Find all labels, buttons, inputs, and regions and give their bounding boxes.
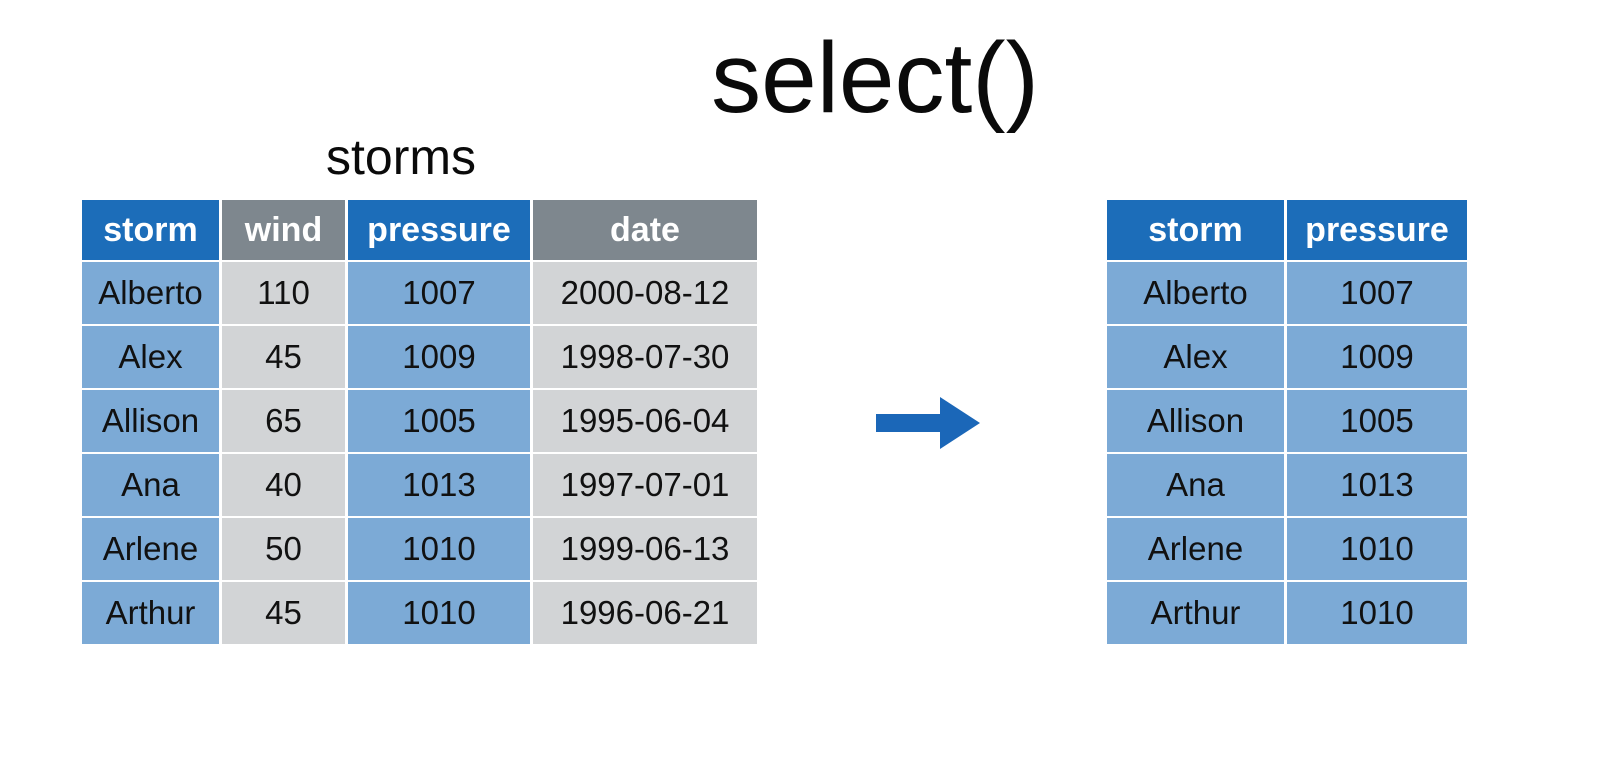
table-cell-pressure: 1007 [348,262,530,324]
table-cell-storm: Allison [1107,390,1284,452]
table-cell-date: 1998-07-30 [533,326,757,388]
table-cell-wind: 45 [222,326,345,388]
table-cell-storm: Ana [82,454,219,516]
table-cell-storm: Arlene [1107,518,1284,580]
column-header-storm: storm [1107,200,1284,260]
table-cell-wind: 110 [222,262,345,324]
column-header-date: date [533,200,757,260]
table-cell-storm: Ana [1107,454,1284,516]
table-cell-date: 2000-08-12 [533,262,757,324]
right-arrow-icon [876,397,980,449]
table-cell-pressure: 1013 [1287,454,1467,516]
table-cell-pressure: 1010 [348,518,530,580]
table-cell-pressure: 1013 [348,454,530,516]
table-cell-date: 1999-06-13 [533,518,757,580]
table-cell-storm: Arlene [82,518,219,580]
table-cell-pressure: 1009 [348,326,530,388]
column-header-wind: wind [222,200,345,260]
table-cell-pressure: 1010 [1287,582,1467,644]
table-cell-storm: Alberto [1107,262,1284,324]
table-cell-wind: 50 [222,518,345,580]
table-cell-date: 1997-07-01 [533,454,757,516]
table-cell-wind: 45 [222,582,345,644]
table-cell-storm: Alberto [82,262,219,324]
table-cell-storm: Arthur [82,582,219,644]
column-header-pressure: pressure [1287,200,1467,260]
table-cell-wind: 65 [222,390,345,452]
source-table-label: storms [326,129,476,185]
table-cell-pressure: 1010 [348,582,530,644]
table-cell-pressure: 1009 [1287,326,1467,388]
right-arrow-shape [876,397,980,449]
table-cell-pressure: 1005 [348,390,530,452]
column-header-storm: storm [82,200,219,260]
table-cell-date: 1996-06-21 [533,582,757,644]
page-title: select() [711,22,1039,134]
table-cell-storm: Allison [82,390,219,452]
table-cell-pressure: 1005 [1287,390,1467,452]
column-header-pressure: pressure [348,200,530,260]
table-cell-pressure: 1010 [1287,518,1467,580]
table-cell-storm: Alex [82,326,219,388]
table-cell-storm: Arthur [1107,582,1284,644]
table-cell-wind: 40 [222,454,345,516]
table-cell-pressure: 1007 [1287,262,1467,324]
table-cell-date: 1995-06-04 [533,390,757,452]
table-cell-storm: Alex [1107,326,1284,388]
